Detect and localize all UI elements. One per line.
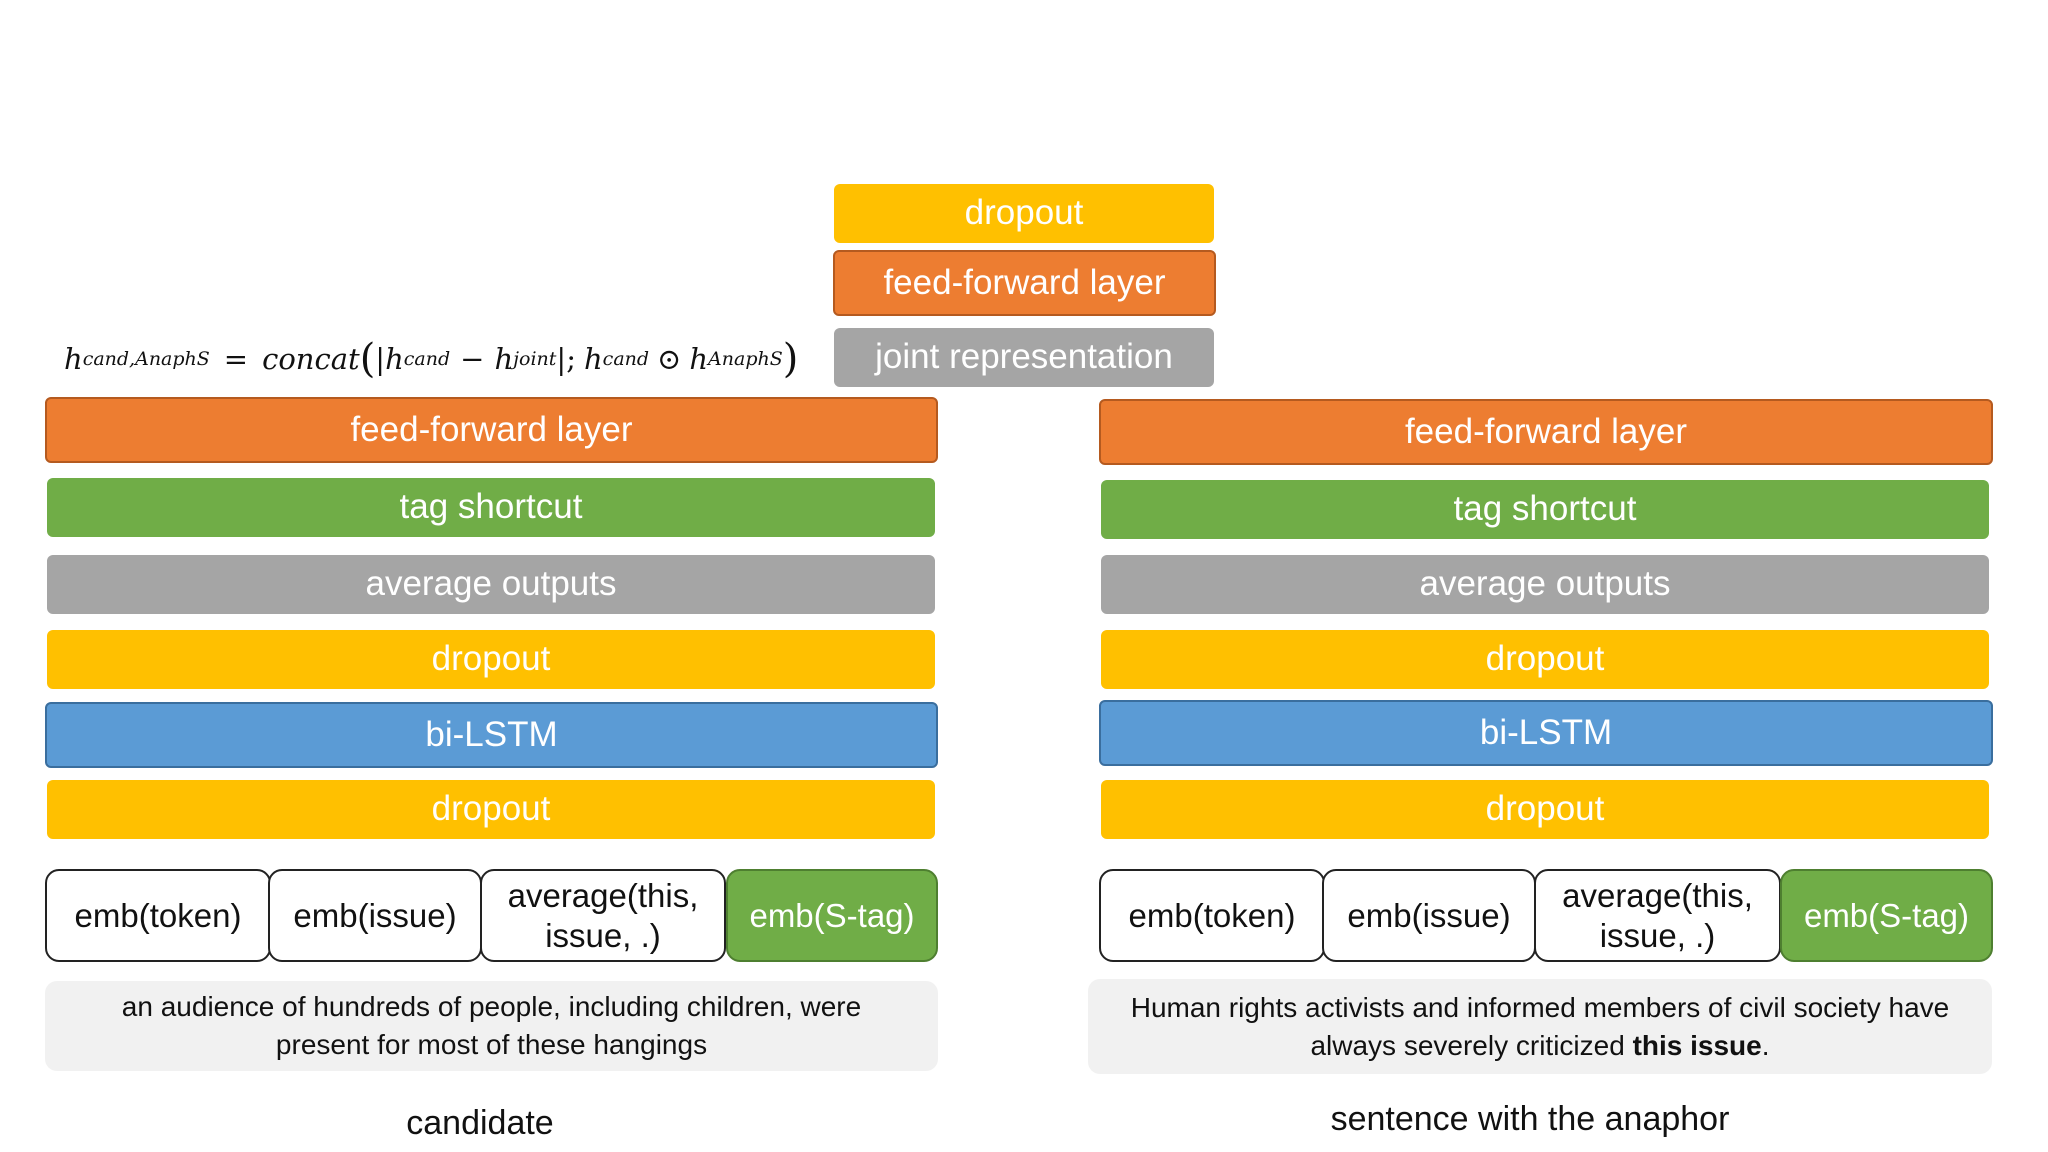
anaphor-emb-average: average(this, issue, .) (1534, 869, 1781, 962)
candidate-emb-average: average(this, issue, .) (480, 869, 726, 962)
anaphor-emb-token: emb(token) (1099, 869, 1325, 962)
anaphor-caption: sentence with the anaphor (1330, 1100, 1730, 1138)
candidate-tag-shortcut-layer: tag shortcut (47, 478, 935, 537)
candidate-average-outputs-layer: average outputs (47, 555, 935, 614)
candidate-dropout-lower-layer: dropout (47, 780, 935, 839)
anaphor-sentence-highlight: this issue (1632, 1029, 1762, 1061)
anaphor-dropout-upper-layer: dropout (1101, 630, 1989, 689)
candidate-caption: candidate (406, 1104, 554, 1142)
candidate-sentence: an audience of hundreds of people, inclu… (45, 981, 938, 1071)
anaphor-emb-average-line1: average(this, (1562, 876, 1753, 914)
anaphor-sentence-line2-pre: always severely criticized (1310, 1029, 1633, 1061)
anaphor-sentence-line2: always severely criticized this issue. (1310, 1027, 1769, 1065)
candidate-emb-stag: emb(S-tag) (726, 869, 938, 962)
anaphor-sentence-line1: Human rights activists and informed memb… (1130, 991, 1950, 1023)
candidate-emb-issue: emb(issue) (268, 869, 482, 962)
candidate-feed-forward-layer: feed-forward layer (45, 397, 938, 463)
candidate-bilstm-layer: bi-LSTM (45, 702, 938, 768)
candidate-emb-average-line2: issue, .) (545, 916, 661, 954)
candidate-sentence-line2: present for most of these hangings (275, 1029, 708, 1060)
anaphor-feed-forward-layer: feed-forward layer (1099, 399, 1993, 465)
anaphor-average-outputs-layer: average outputs (1101, 555, 1989, 614)
anaphor-sentence: Human rights activists and informed memb… (1088, 979, 1992, 1074)
anaphor-emb-average-line2: issue, .) (1599, 916, 1716, 954)
top-dropout-layer: dropout (834, 184, 1214, 243)
joint-representation-layer: joint representation (834, 328, 1214, 387)
anaphor-emb-stag: emb(S-tag) (1780, 869, 1993, 962)
anaphor-sentence-line2-post: . (1761, 1029, 1770, 1061)
anaphor-bilstm-layer: bi-LSTM (1099, 700, 1993, 766)
candidate-emb-average-line1: average(this, (507, 876, 699, 914)
candidate-emb-token: emb(token) (45, 869, 271, 962)
top-feed-forward-layer: feed-forward layer (833, 250, 1216, 316)
anaphor-tag-shortcut-layer: tag shortcut (1101, 480, 1989, 539)
candidate-sentence-line1: an audience of hundreds of people, inclu… (121, 991, 862, 1023)
candidate-dropout-upper-layer: dropout (47, 630, 935, 689)
anaphor-emb-issue: emb(issue) (1322, 869, 1536, 962)
anaphor-dropout-lower-layer: dropout (1101, 780, 1989, 839)
